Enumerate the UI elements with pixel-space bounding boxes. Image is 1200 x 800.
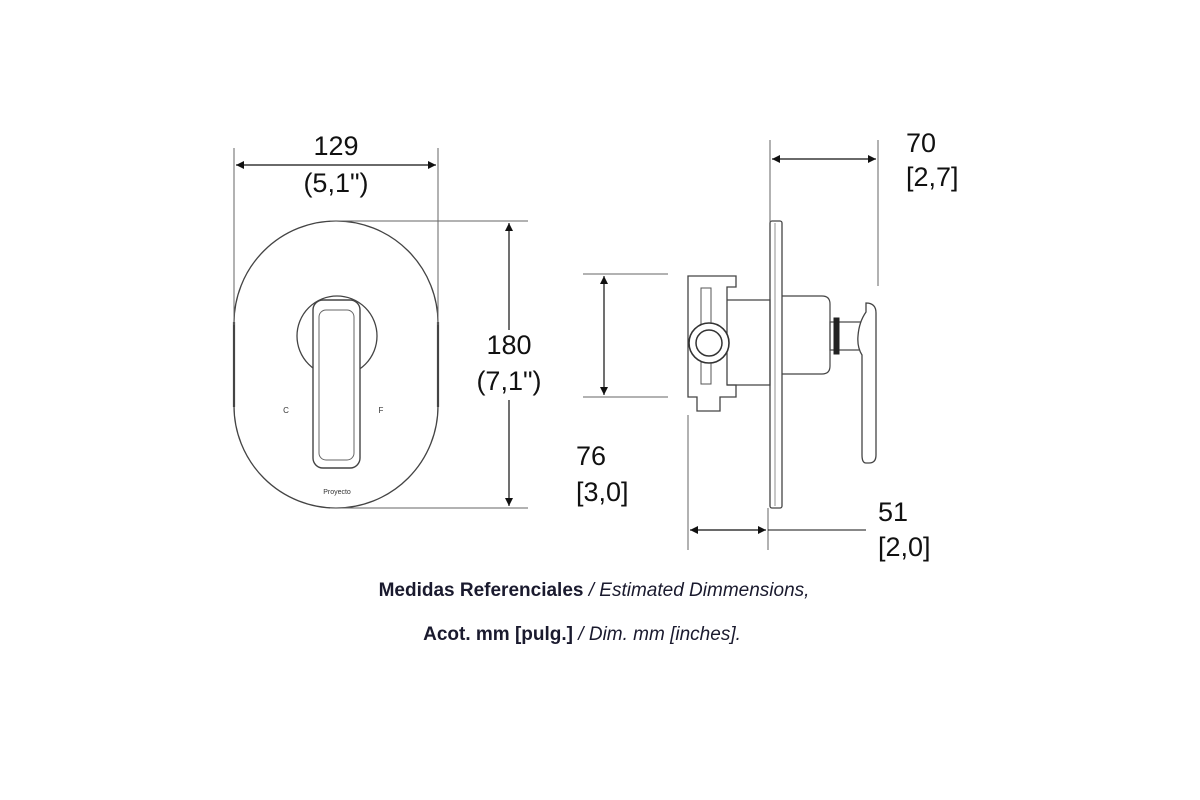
depth-mm-label: 70 [906,128,936,158]
caption-line-2: Acot. mm [pulg.] / Dim. mm [inches]. [0,624,1182,646]
caption-line-1-italic: / Estimated Dimmensions, [583,580,810,601]
brand-label: Proyecto [323,489,351,496]
body-height-mm-label: 76 [576,441,606,471]
hot-label: F [379,406,384,415]
width-in-label: (5,1") [303,168,368,198]
trim-sleeve [782,295,831,375]
lever-side-profile [857,302,877,464]
front-view: C F Proyecto 129 (5,1") 180 (7,1") [232,131,542,509]
inlet-fitting-outer [688,322,730,364]
caption-line-2-italic: / Dim. mm [inches]. [573,624,741,645]
caption-line-1: Medidas Referenciales / Estimated Dimmen… [0,580,1194,602]
height-mm-label: 180 [486,330,531,360]
body-height-in-label: [3,0] [576,477,629,507]
height-in-label: (7,1") [476,366,541,396]
valve-housing [687,275,737,412]
width-mm-label: 129 [313,131,358,161]
body-depth-in-label: [2,0] [878,532,931,562]
lever-handle [312,299,361,469]
depth-in-label: [2,7] [906,162,959,192]
caption-line-2-bold: Acot. mm [pulg.] [423,624,574,645]
lever-handle-inset [318,309,355,461]
side-escutcheon [769,220,783,509]
caption-line-1-bold: Medidas Referenciales [378,580,584,601]
inlet-fitting-inner [695,329,723,357]
body-depth-mm-label: 51 [878,497,908,527]
cold-label: C [283,406,289,415]
side-view: 70 [2,7] 76 [3,0] 51 [2,0] [576,128,959,562]
cartridge-body [727,299,771,386]
stem-ring [833,317,840,355]
